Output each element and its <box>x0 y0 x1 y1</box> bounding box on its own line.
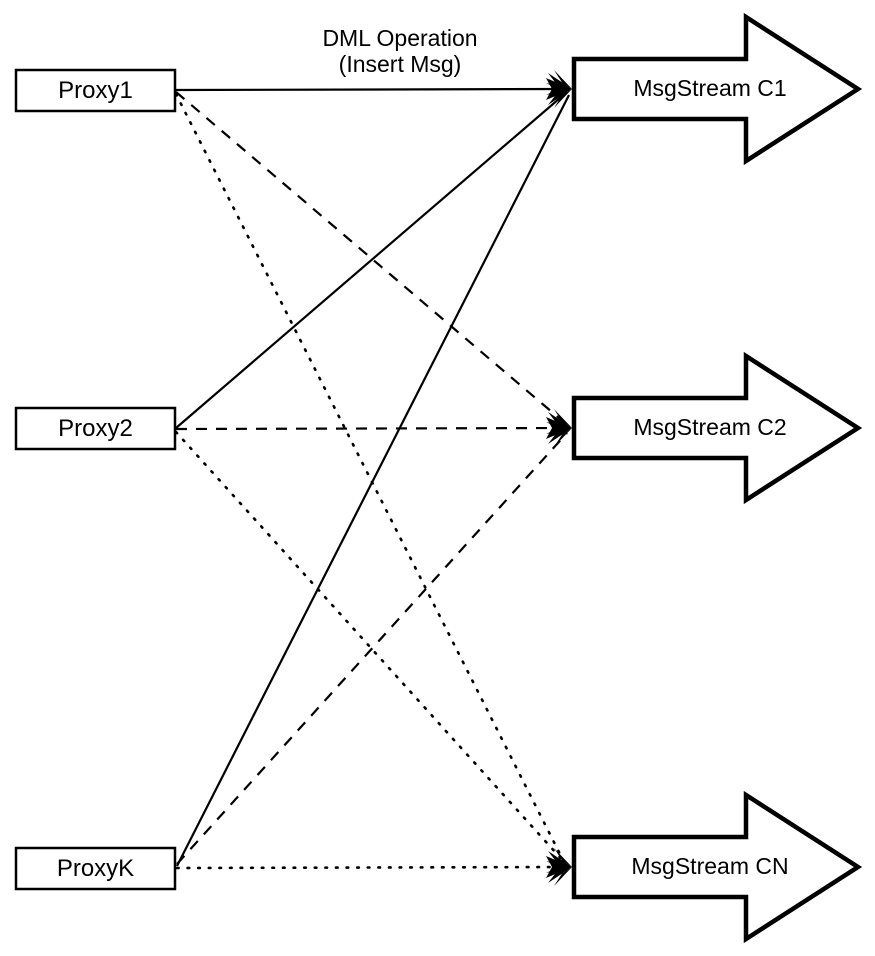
proxy-node-proxy2[interactable]: Proxy2 <box>14 406 177 451</box>
proxy-box-outline <box>14 846 177 891</box>
connector-lines-group <box>174 87 570 870</box>
dml-operation-caption-line2: (Insert Msg) <box>339 51 462 77</box>
msgstream-node-msgstream_cn[interactable]: MsgStream CN <box>571 790 863 944</box>
msgstream-arrow-shape <box>571 12 863 166</box>
arrowheads-group <box>546 70 572 886</box>
proxy-label: Proxy1 <box>58 77 133 104</box>
msgstream-label: MsgStream C1 <box>633 75 786 101</box>
arrowhead-triangle <box>546 856 572 878</box>
arrowhead-barb-2 <box>546 89 572 95</box>
connector-proxyK-to-msgstream_cn <box>175 865 570 870</box>
arrowhead-barb-4 <box>554 848 572 867</box>
arrowhead-head-cn <box>546 848 572 886</box>
arrowhead-barb-2 <box>546 428 572 434</box>
proxy-node-proxy1[interactable]: Proxy1 <box>14 68 177 113</box>
proxy-box-outline <box>14 406 177 451</box>
msgstream-arrow-shape <box>571 351 863 505</box>
proxy-box-outline <box>14 68 177 113</box>
connector-proxyK-to-msgstream_c2 <box>176 432 568 865</box>
msgstream-nodes-group: MsgStream C1 MsgStream C2 MsgStream CN <box>571 12 863 944</box>
arrowhead-barb-5 <box>554 89 572 108</box>
connector-proxy2-to-msgstream_c1 <box>175 91 568 429</box>
arrowhead-triangle <box>546 78 572 100</box>
connector-proxy1-to-msgstream_cn <box>174 92 566 864</box>
arrowhead-barb-1 <box>546 422 572 428</box>
arrowhead-triangle <box>546 417 572 439</box>
connector-proxy2-to-msgstream_cn <box>174 430 567 865</box>
dml-operation-caption-line1: DML Operation <box>322 25 477 51</box>
proxy-label: Proxy2 <box>58 415 133 442</box>
msgstream-label: MsgStream C2 <box>633 414 786 440</box>
arrowhead-barb-4 <box>554 70 572 89</box>
connector-proxy2-to-msgstream_c2 <box>175 426 569 431</box>
arrowhead-head-c2 <box>546 409 572 447</box>
connector-proxy1-to-msgstream_c1 <box>175 87 569 92</box>
proxy-node-proxyK[interactable]: ProxyK <box>14 846 177 891</box>
arrowhead-barb-2 <box>546 867 572 873</box>
arrowhead-barb-4 <box>554 409 572 428</box>
proxy-label: ProxyK <box>57 855 134 882</box>
msgstream-arrow-shape <box>571 790 863 944</box>
connector-proxyK-to-msgstream_c1 <box>176 94 570 867</box>
edge-caption-group: DML Operation (Insert Msg) <box>322 25 477 77</box>
arrowhead-barb-5 <box>554 867 572 886</box>
arrowhead-barb-5 <box>554 428 572 447</box>
arrowhead-barb-1 <box>546 861 572 867</box>
msgstream-label: MsgStream CN <box>631 853 788 879</box>
msgstream-node-msgstream_c2[interactable]: MsgStream C2 <box>571 351 863 505</box>
msgstream-node-msgstream_c1[interactable]: MsgStream C1 <box>571 12 863 166</box>
connector-proxy1-to-msgstream_c2 <box>175 91 567 425</box>
arrowhead-barb-1 <box>546 83 572 89</box>
arrowhead-head-c1 <box>546 70 572 108</box>
